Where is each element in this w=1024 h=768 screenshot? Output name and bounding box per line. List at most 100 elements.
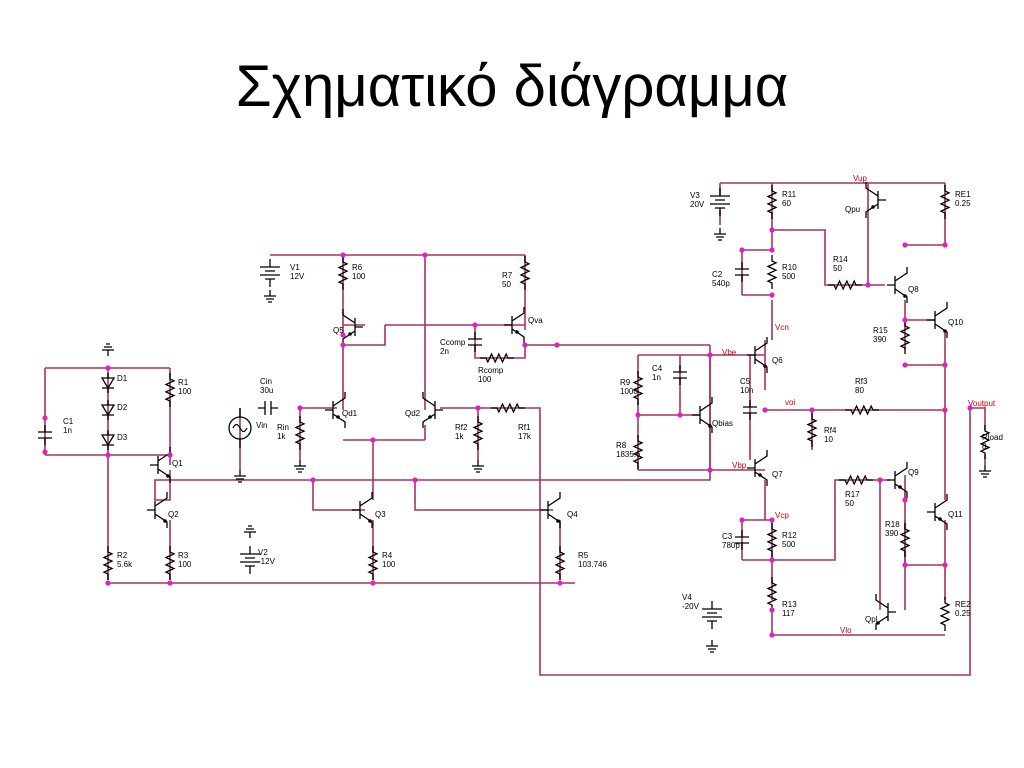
C2-capacitor bbox=[735, 262, 749, 282]
wire-54 bbox=[742, 479, 890, 561]
Qpu-transistor bbox=[865, 182, 886, 218]
value-r13: 117 bbox=[782, 609, 795, 618]
Q7-transistor bbox=[747, 450, 768, 486]
Q6-transistor bbox=[747, 337, 768, 373]
value-r11: 60 bbox=[782, 199, 791, 208]
R9-resistor bbox=[632, 371, 644, 405]
Rf2-resistor bbox=[472, 416, 484, 450]
wire-42 bbox=[772, 229, 885, 286]
value-rin: 1k bbox=[277, 432, 286, 441]
value-c3: 780p bbox=[722, 541, 740, 550]
value-r18: 390 bbox=[885, 529, 899, 538]
junction-41 bbox=[902, 362, 908, 368]
value-r14: 50 bbox=[833, 264, 842, 273]
C4-capacitor bbox=[673, 365, 687, 385]
Rf4-resistor bbox=[806, 413, 818, 447]
value-rf1: 17k bbox=[518, 432, 532, 441]
Qva-transistor bbox=[504, 307, 525, 343]
junction-44 bbox=[902, 562, 908, 568]
node-vup: Vup bbox=[853, 174, 867, 183]
label-r12: R12 bbox=[782, 531, 797, 540]
label-qd2: Qd2 bbox=[405, 409, 421, 418]
junction-47 bbox=[739, 517, 745, 523]
junction-3 bbox=[340, 332, 346, 338]
Qbias-transistor bbox=[692, 397, 713, 433]
label-r4: R4 bbox=[382, 551, 393, 560]
Rload-resistor bbox=[979, 425, 991, 459]
junction-16 bbox=[42, 415, 48, 421]
value-r9: 1000 bbox=[620, 387, 638, 396]
Q4-transistor bbox=[540, 492, 561, 528]
label-d3: D3 bbox=[117, 433, 128, 442]
label-vin: Vin bbox=[256, 421, 267, 430]
value-r6: 100 bbox=[352, 272, 366, 281]
C1-capacitor bbox=[38, 425, 52, 445]
gnd-Vin-ground bbox=[234, 470, 246, 483]
label-c5: C5 bbox=[740, 377, 751, 386]
junction-33 bbox=[762, 407, 768, 413]
label-qd1: Qd1 bbox=[342, 409, 358, 418]
label-r1: R1 bbox=[178, 378, 189, 387]
value-rf4: 10 bbox=[824, 435, 833, 444]
Rcomp-resistor bbox=[480, 352, 514, 364]
label-q1: Q1 bbox=[172, 459, 183, 468]
label-r8: R8 bbox=[616, 441, 627, 450]
R12-resistor bbox=[766, 523, 778, 557]
node-vlo: Vlo bbox=[840, 626, 852, 635]
gnd-Rload-ground bbox=[979, 465, 991, 478]
value-ccomp: 2n bbox=[440, 347, 449, 356]
junction-27 bbox=[769, 247, 775, 253]
label-r15: R15 bbox=[873, 326, 888, 335]
R15-resistor bbox=[899, 320, 911, 354]
wire-6 bbox=[343, 325, 386, 346]
label-q7: Q7 bbox=[772, 470, 783, 479]
junction-35 bbox=[942, 407, 948, 413]
junction-4 bbox=[340, 342, 346, 348]
C3-capacitor bbox=[735, 530, 749, 550]
label-r5: R5 bbox=[578, 551, 589, 560]
R11-resistor bbox=[766, 185, 778, 219]
junction-17 bbox=[42, 449, 48, 455]
D2-diode bbox=[100, 400, 116, 420]
components bbox=[38, 182, 991, 653]
Q5-transistor bbox=[342, 309, 363, 345]
wire-29 bbox=[414, 480, 553, 511]
junction-38 bbox=[942, 242, 948, 248]
junction-37 bbox=[902, 242, 908, 248]
value-r1: 100 bbox=[178, 387, 192, 396]
label-v1: V1 bbox=[290, 263, 300, 272]
junction-29 bbox=[769, 517, 775, 523]
node-vcn: Vcn bbox=[775, 323, 789, 332]
R6-resistor bbox=[337, 256, 349, 290]
label-r11: R11 bbox=[782, 190, 797, 199]
D3-diode bbox=[100, 430, 116, 450]
wire-27 bbox=[312, 480, 365, 511]
label-v3: V3 bbox=[690, 191, 700, 200]
junction-1 bbox=[340, 252, 346, 258]
wire-69 bbox=[970, 407, 986, 430]
junction-39 bbox=[865, 282, 871, 288]
value-r12: 500 bbox=[782, 540, 796, 549]
R13-resistor bbox=[766, 577, 778, 611]
label-rf3: Rf3 bbox=[855, 377, 868, 386]
junction-28 bbox=[769, 292, 775, 298]
label-q10: Q10 bbox=[948, 318, 964, 327]
value-r2: 5.6k bbox=[117, 560, 133, 569]
label-r17: R17 bbox=[845, 490, 860, 499]
label-re2: RE2 bbox=[955, 600, 971, 609]
slide-title: Σχηματικό διάγραμμα bbox=[235, 54, 789, 119]
wire-58 bbox=[905, 183, 946, 246]
value-v4: -20V bbox=[682, 602, 700, 611]
label-q2: Q2 bbox=[168, 510, 179, 519]
R5-resistor bbox=[554, 546, 566, 580]
junction-36 bbox=[967, 405, 973, 411]
Rf3-resistor bbox=[845, 404, 879, 416]
junction-5 bbox=[370, 437, 376, 443]
label-q11: Q11 bbox=[948, 510, 963, 519]
junction-20 bbox=[370, 580, 376, 586]
gnd-D1-ground bbox=[102, 343, 114, 356]
R17-resistor bbox=[839, 474, 873, 486]
junction-10 bbox=[475, 405, 481, 411]
value-r10: 500 bbox=[782, 272, 796, 281]
RE2-resistor bbox=[939, 597, 951, 631]
